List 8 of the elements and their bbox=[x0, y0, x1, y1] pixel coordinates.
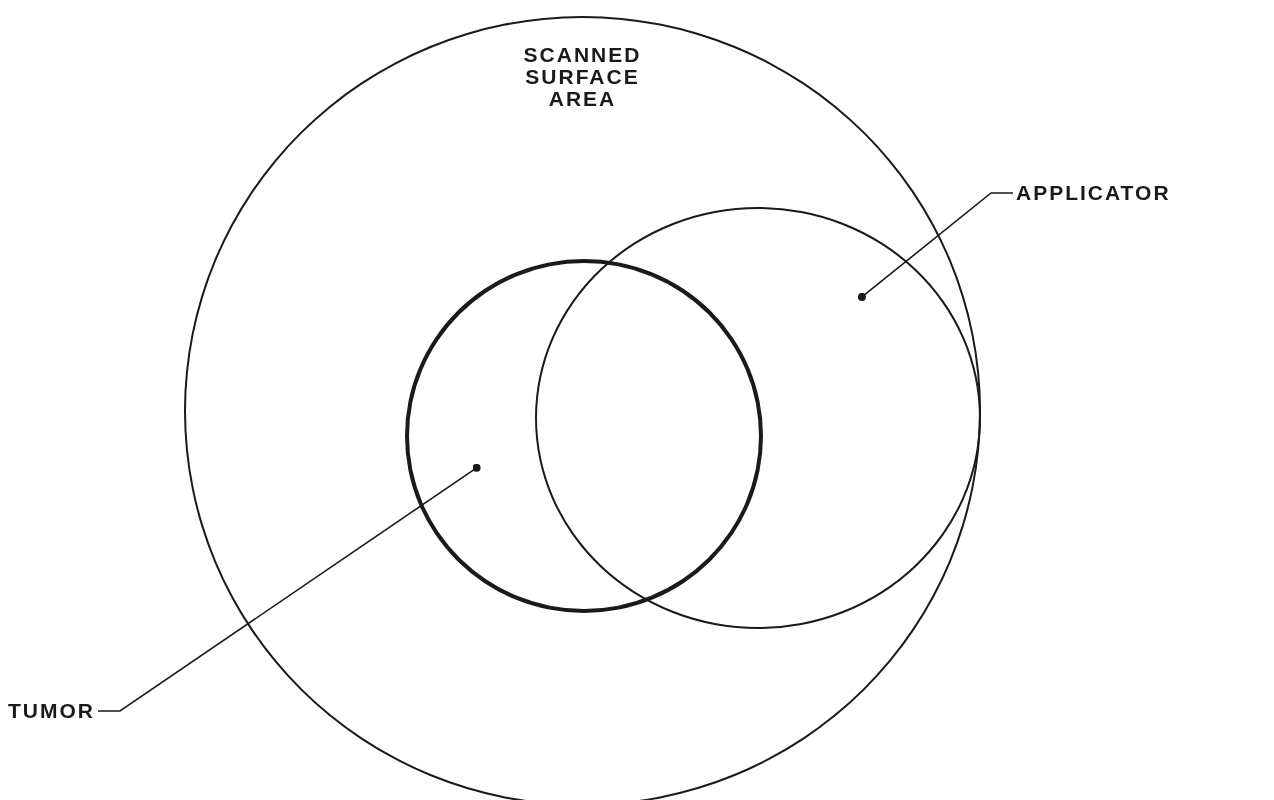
leader-line bbox=[97, 463, 481, 712]
circle-outline bbox=[184, 16, 981, 800]
leader-line bbox=[857, 192, 1014, 301]
part-label: APPLICATOR bbox=[1016, 181, 1171, 205]
area-label: SCANNED SURFACE AREA bbox=[523, 44, 642, 111]
circle-outline bbox=[405, 259, 763, 613]
circle-outline bbox=[535, 207, 981, 629]
part-label: TUMOR bbox=[8, 699, 95, 723]
